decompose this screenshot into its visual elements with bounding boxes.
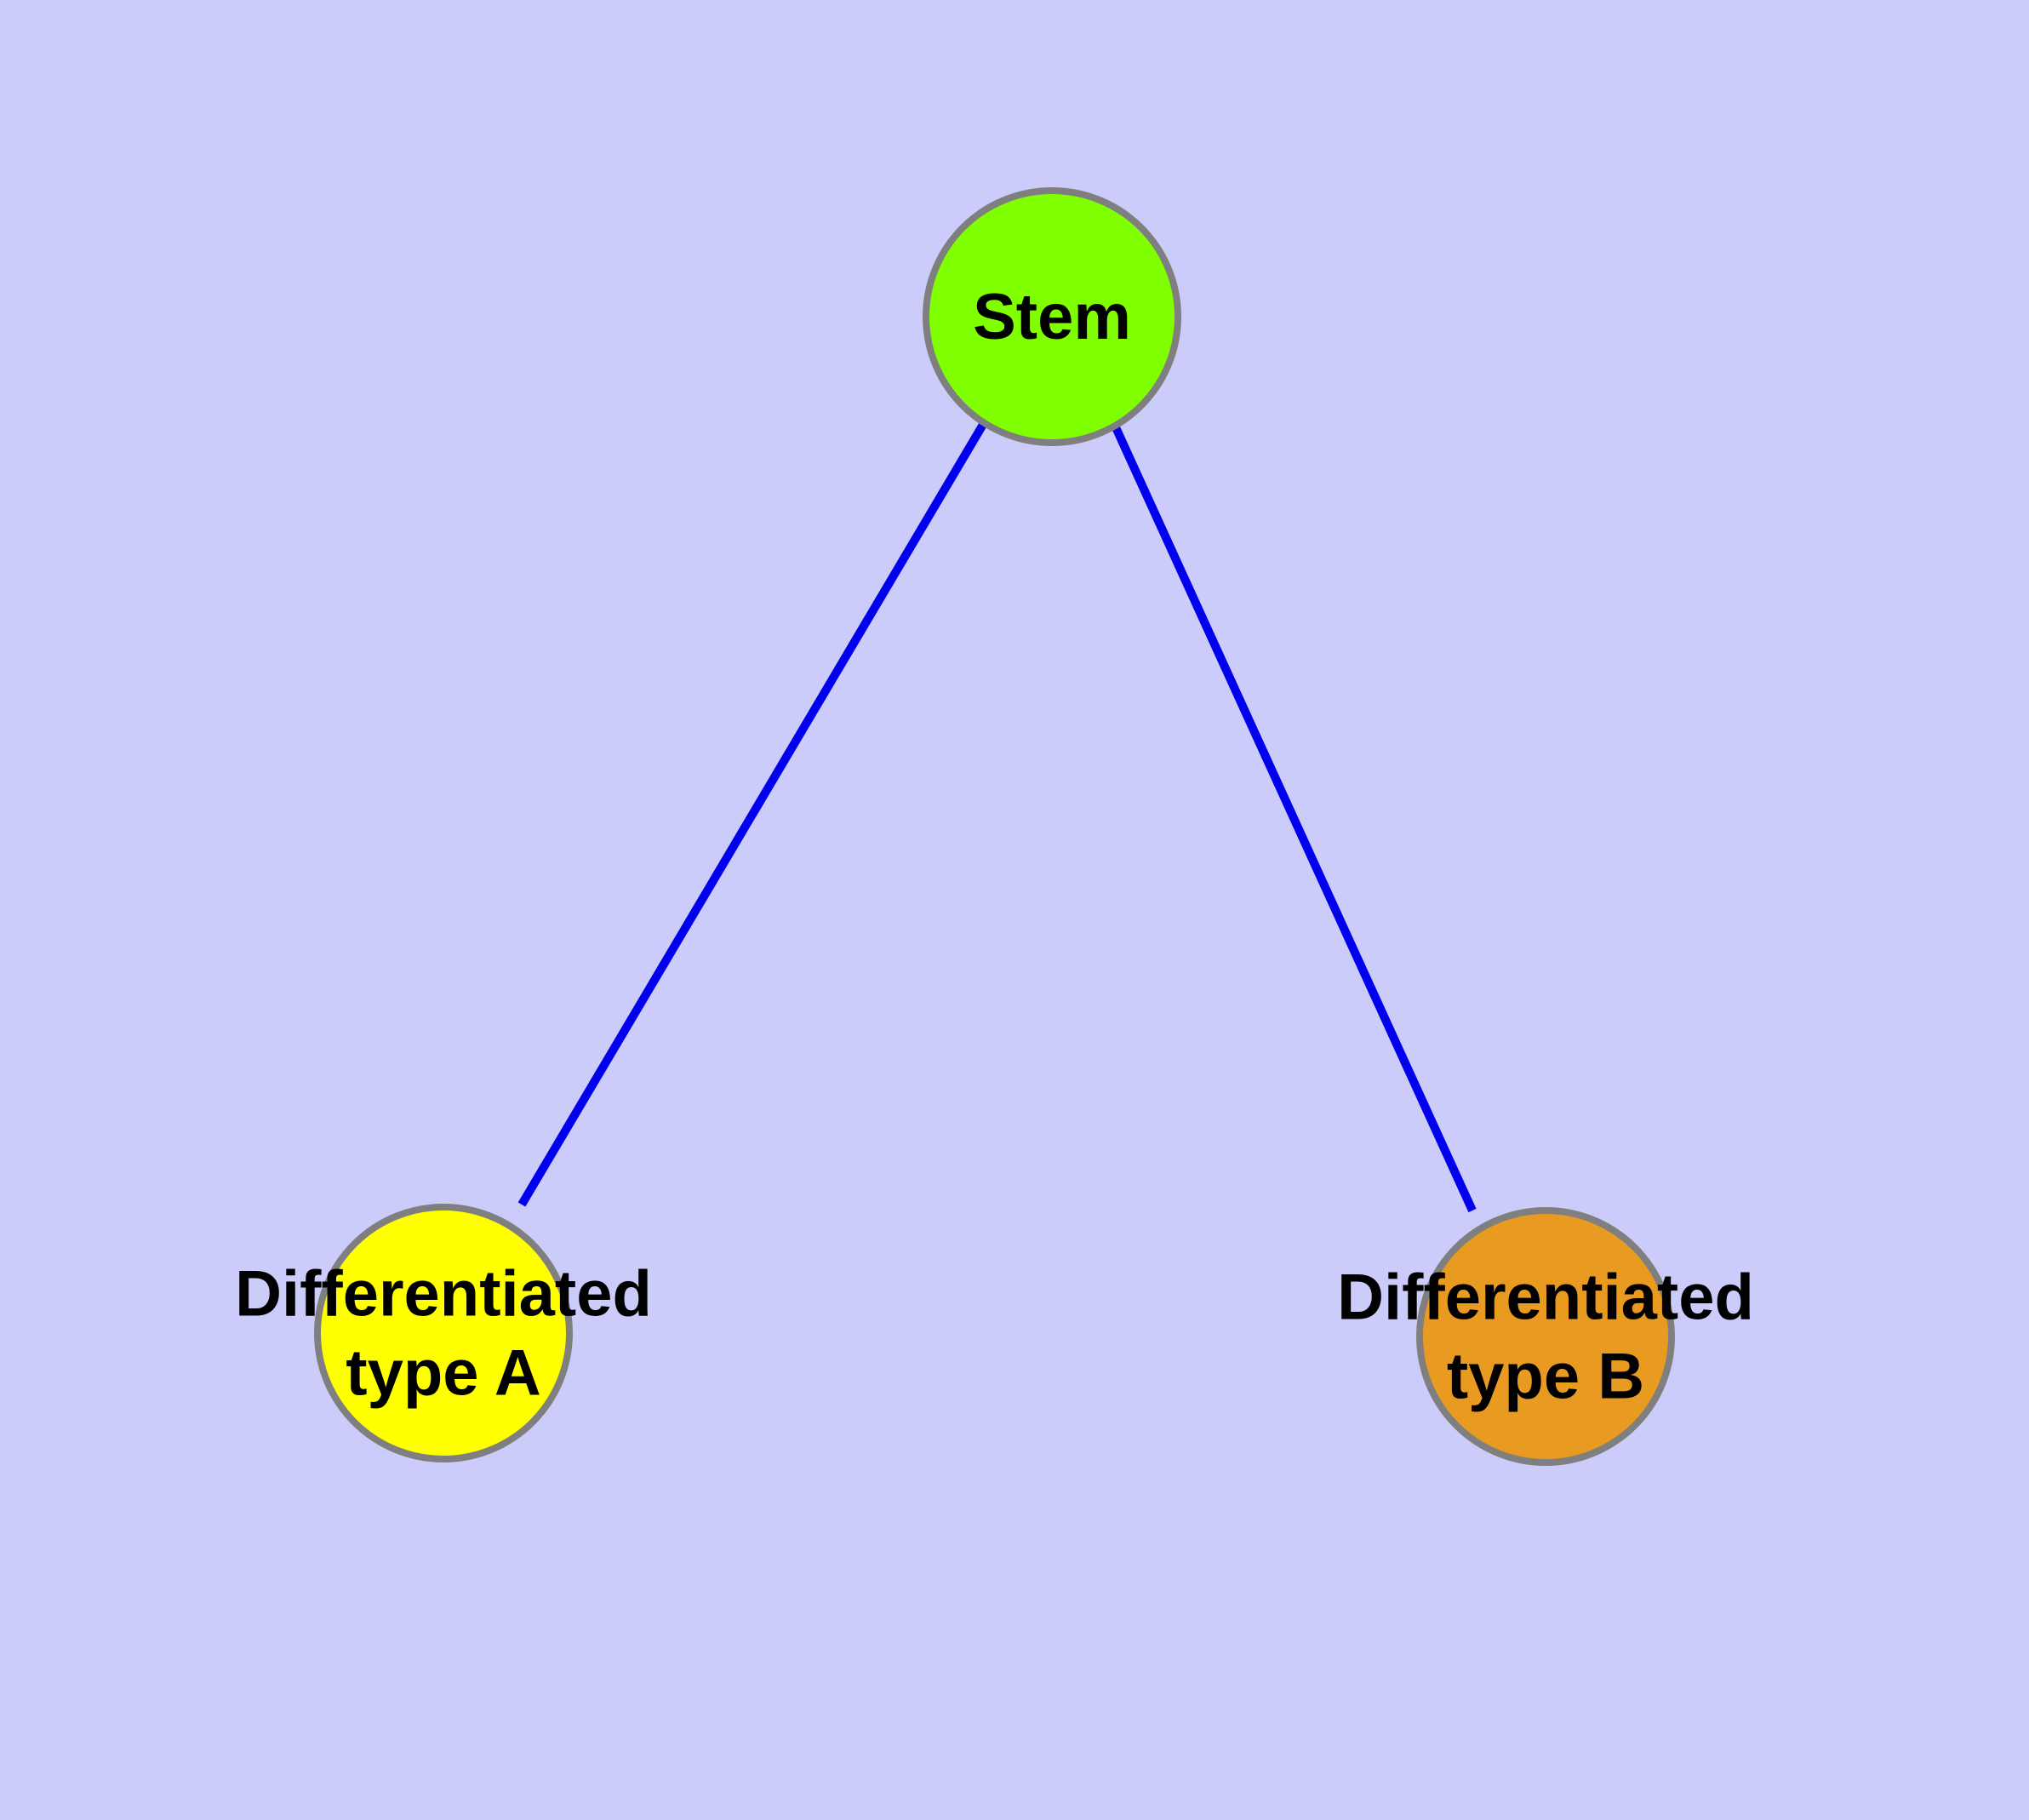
graph-node-diff_a[interactable]	[314, 1204, 573, 1462]
label-line: Differentiated	[235, 1258, 652, 1331]
edges-group	[517, 421, 1477, 1213]
graph-node-stem[interactable]	[923, 187, 1181, 446]
graph-node-label-stem: Stem	[973, 281, 1131, 353]
label-line: type B	[1447, 1340, 1644, 1412]
label-line: Differentiated	[1337, 1262, 1754, 1334]
graph-edge-stem-to-a[interactable]	[517, 421, 988, 1207]
label-line: type A	[346, 1336, 540, 1409]
graph-edge-stem-to-b[interactable]	[1111, 423, 1477, 1213]
label-line: Stem	[973, 281, 1131, 353]
graph-node-diff_b[interactable]	[1416, 1207, 1675, 1466]
